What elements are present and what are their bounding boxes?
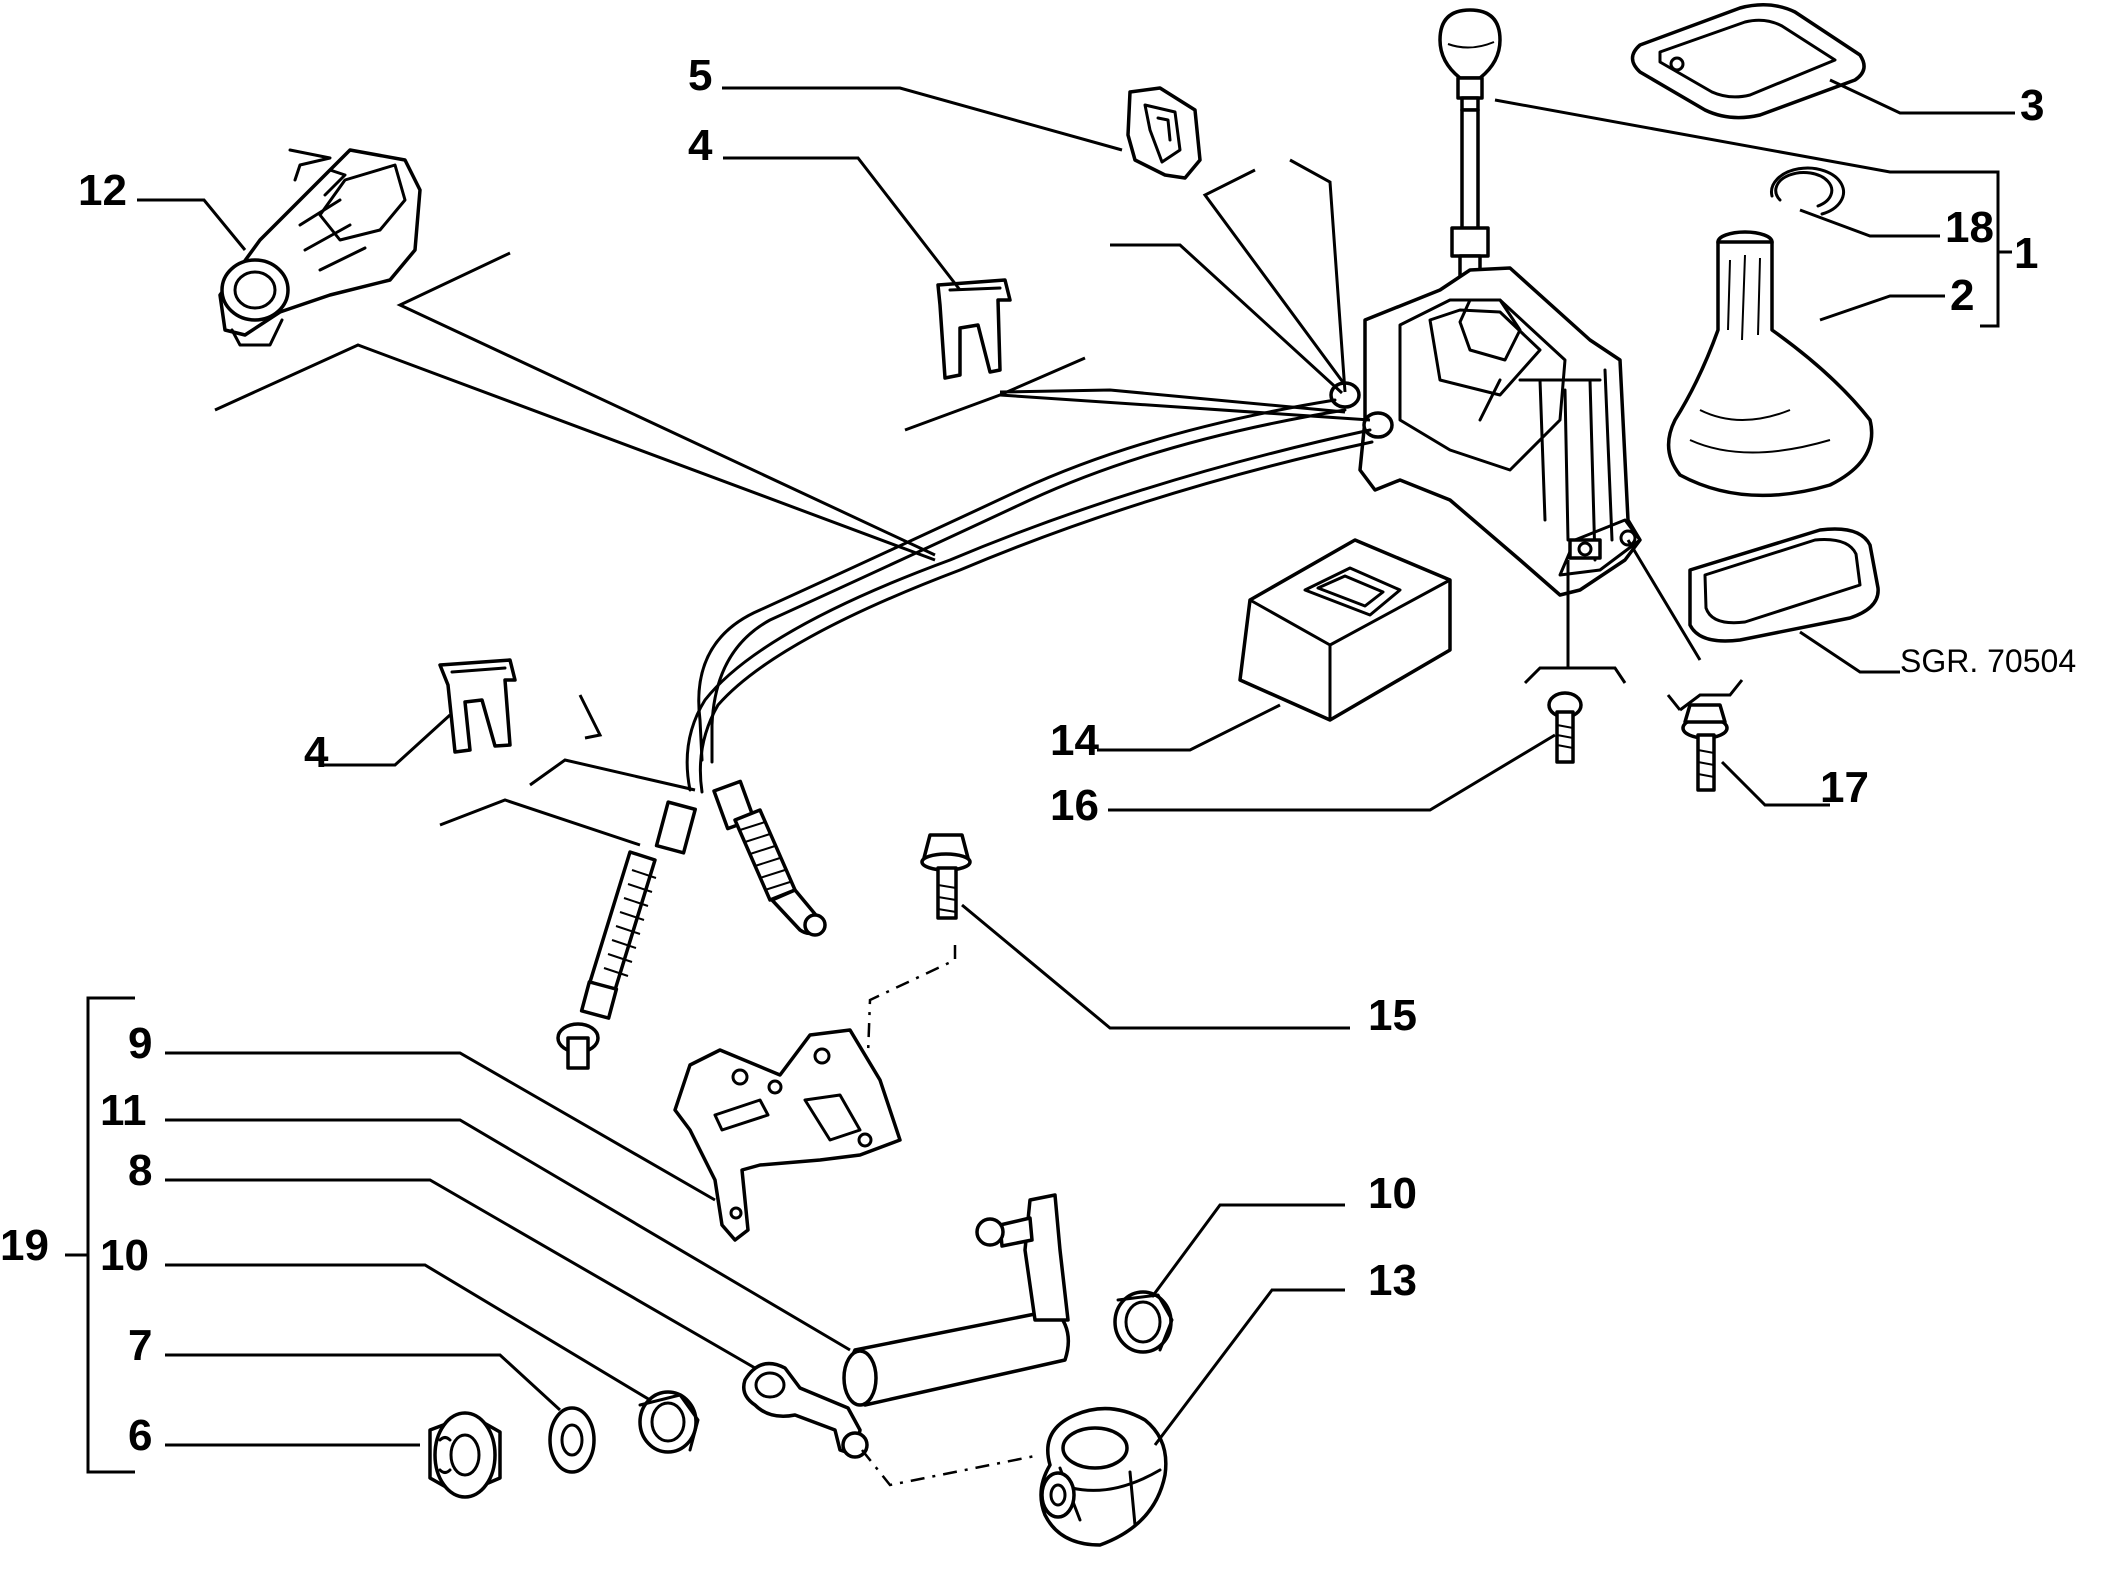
callout-9: 9 xyxy=(128,1019,152,1068)
callout-16: 16 xyxy=(1050,781,1099,830)
drawing-reference: SGR. 70504 xyxy=(1900,643,2076,679)
part-9-bracket-plate xyxy=(673,1028,902,1242)
part-3-gaiter-frame xyxy=(1630,3,1866,120)
callout-4-upper: 4 xyxy=(688,121,713,170)
gear-cables xyxy=(556,398,1374,1070)
part-1-gear-lever-assembly xyxy=(1329,8,1642,597)
part-8-selector-lever xyxy=(742,1361,869,1459)
callout-13: 13 xyxy=(1368,1256,1417,1305)
callout-labels: 1 2 3 4 4 5 6 7 8 9 10 10 11 12 13 14 15… xyxy=(0,51,2076,1460)
callout-19: 19 xyxy=(0,1221,49,1270)
part-13-selector-knob xyxy=(1039,1406,1168,1547)
part-15-flange-bolt xyxy=(920,833,972,920)
callout-10-upper: 10 xyxy=(1368,1169,1417,1218)
cable-end-left xyxy=(556,800,697,1070)
callout-7: 7 xyxy=(128,1321,152,1370)
part-16-bolt xyxy=(1547,691,1583,764)
callout-1: 1 xyxy=(2014,229,2038,278)
callout-2: 2 xyxy=(1950,271,1974,320)
part-4-clip-upper xyxy=(936,278,1012,380)
part-10-bushing-upper xyxy=(1113,1290,1174,1354)
callout-5: 5 xyxy=(688,51,712,100)
part-18-snap-ring xyxy=(1770,166,1845,216)
part-4-clip-lower xyxy=(438,658,517,754)
callout-17: 17 xyxy=(1820,763,1869,812)
part-7-washer xyxy=(548,1406,596,1474)
callout-14: 14 xyxy=(1050,716,1099,765)
part-2-gear-boot xyxy=(1666,230,1874,498)
callout-8: 8 xyxy=(128,1146,152,1195)
callout-12: 12 xyxy=(78,166,127,215)
callout-6: 6 xyxy=(128,1411,152,1460)
cable-end-right xyxy=(712,779,827,937)
part-14-block xyxy=(1238,538,1452,722)
callout-3: 3 xyxy=(2020,81,2044,130)
callout-4-lower: 4 xyxy=(304,728,329,777)
callout-18: 18 xyxy=(1945,203,1994,252)
part-12-cable-bracket xyxy=(218,148,422,347)
part-17-flange-bolt xyxy=(1681,703,1729,792)
gaiter-seal-frame xyxy=(1688,527,1880,643)
part-6-flange-nut xyxy=(428,1411,502,1499)
callout-15: 15 xyxy=(1368,991,1417,1040)
part-11-shift-shaft xyxy=(842,1193,1071,1407)
callout-10-lower: 10 xyxy=(100,1231,149,1280)
leader-lines xyxy=(65,78,2015,1487)
part-10-bushing-lower xyxy=(638,1390,700,1454)
part-5-clip xyxy=(1126,86,1202,180)
callout-11: 11 xyxy=(100,1086,147,1135)
